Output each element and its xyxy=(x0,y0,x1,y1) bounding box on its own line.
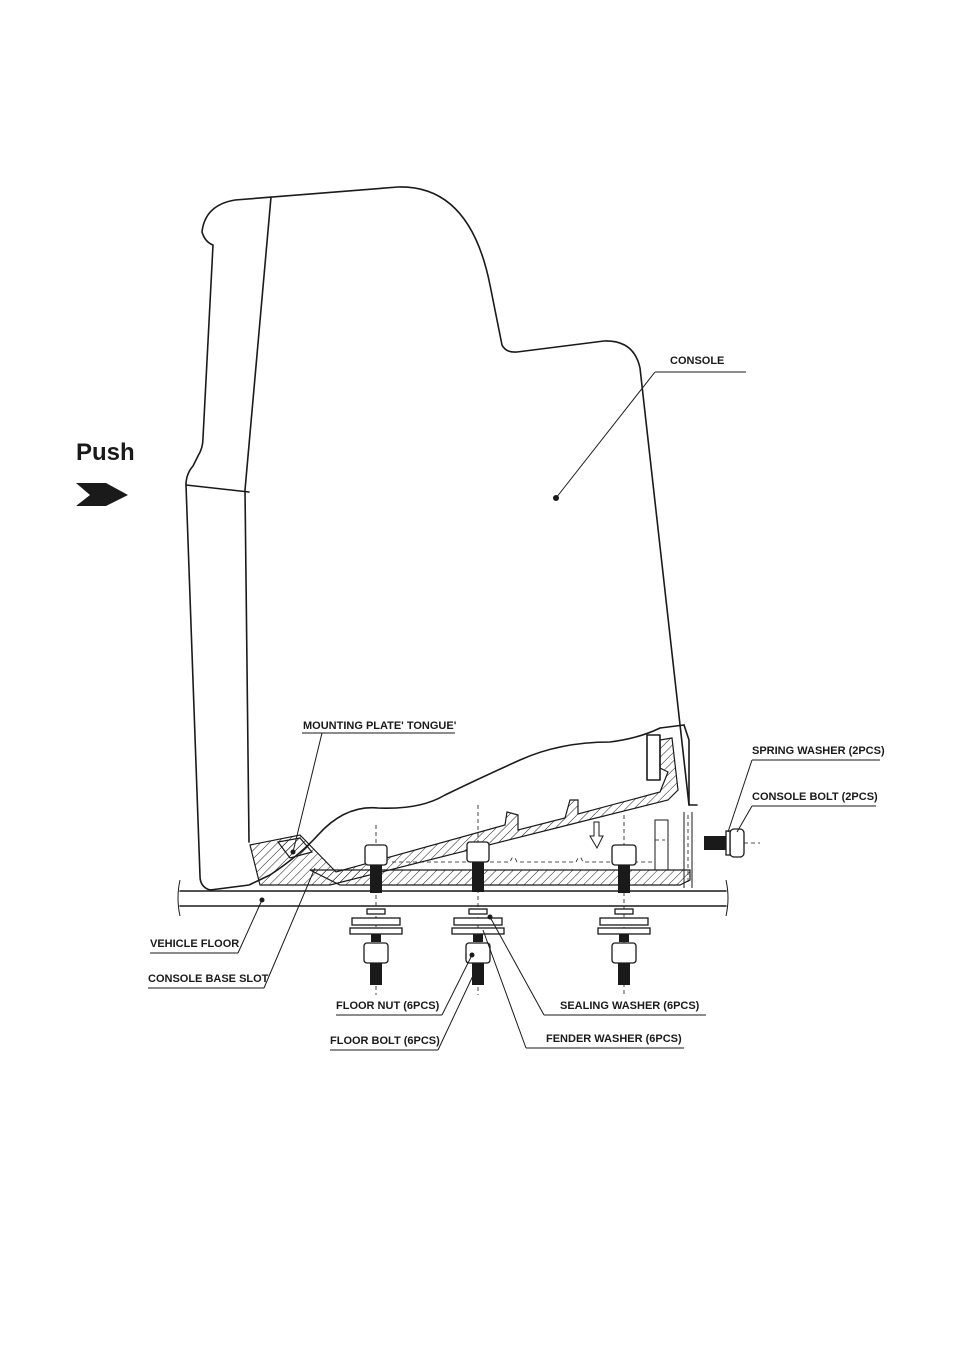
push-label: Push xyxy=(76,439,135,466)
floor-bolt-assembly-3 xyxy=(597,815,651,995)
console-bolt-assembly xyxy=(683,812,760,888)
console-base-slot-label: CONSOLE BASE SLOT xyxy=(148,973,269,985)
mounting-plate-tongue-label: MOUNTING PLATE' TONGUE' xyxy=(303,720,457,732)
spring-washer-label: SPRING WASHER (2PCS) xyxy=(752,745,885,757)
console-label: CONSOLE xyxy=(670,355,724,367)
down-arrow-icon xyxy=(589,821,604,850)
leader-lines xyxy=(148,371,880,1051)
vehicle-floor xyxy=(177,879,729,917)
floor-nut-label: FLOOR NUT (6PCS) xyxy=(336,1000,440,1012)
console-body xyxy=(185,186,698,891)
fender-washer-label: FENDER WASHER (6PCS) xyxy=(546,1033,682,1045)
floor-bolt-label: FLOOR BOLT (6PCS) xyxy=(330,1035,440,1047)
vehicle-floor-label: VEHICLE FLOOR xyxy=(150,938,239,950)
floor-bolt-assembly-2 xyxy=(451,805,505,995)
mounting-plate xyxy=(249,737,679,886)
push-arrow-icon xyxy=(76,483,128,506)
sealing-washer-label: SEALING WASHER (6PCS) xyxy=(560,1000,700,1012)
floor-bolt-assembly-1 xyxy=(349,825,403,995)
console-bolt-label: CONSOLE BOLT (2PCS) xyxy=(752,791,878,803)
